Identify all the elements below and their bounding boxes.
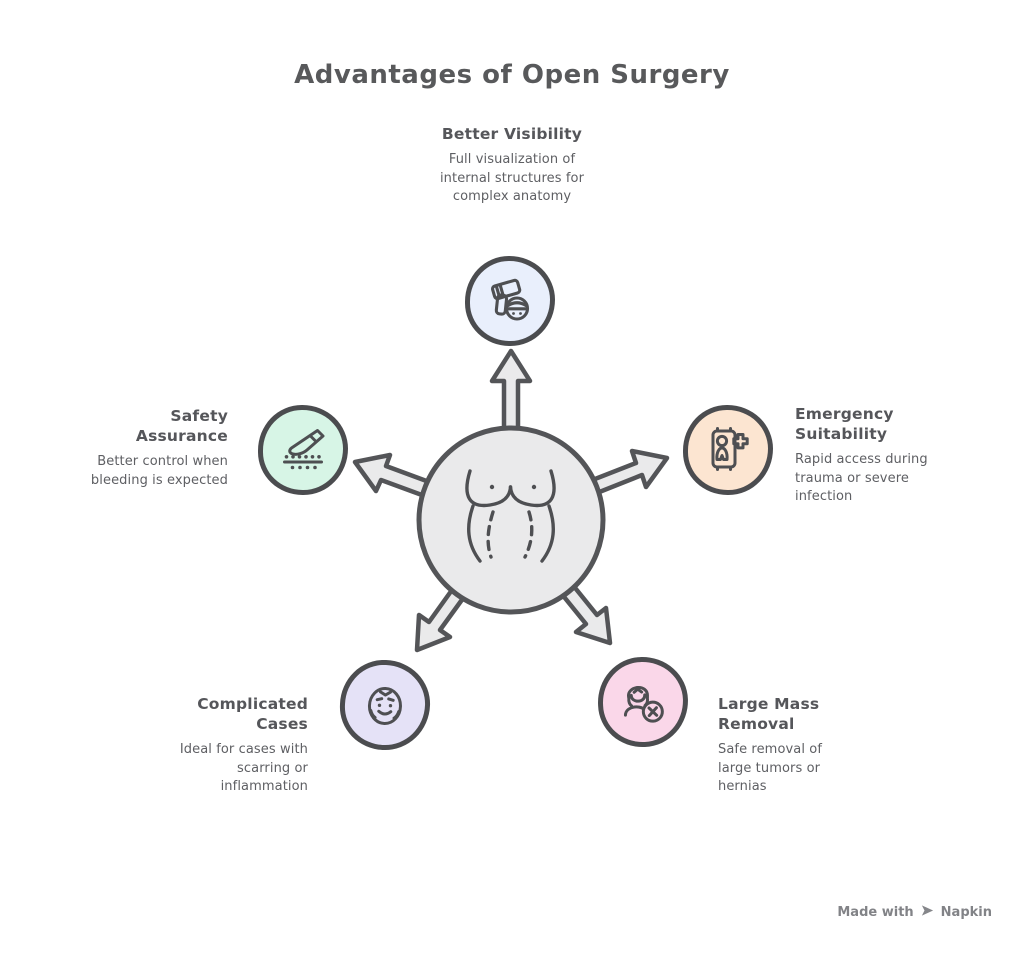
node-emergency-suitability: Emergency Suitability Rapid access durin… bbox=[795, 404, 965, 507]
node-title: Better Visibility bbox=[441, 125, 583, 143]
scalpel-icon bbox=[277, 424, 329, 476]
node-complicated-cases: Complicated Cases Ideal for cases with s… bbox=[148, 694, 308, 797]
person-x-icon bbox=[616, 675, 670, 729]
scope-icon bbox=[484, 275, 536, 327]
napkin-logo-icon bbox=[920, 903, 935, 922]
node-description: Better control when bleeding is expected bbox=[90, 454, 228, 488]
torso-hub-illustration bbox=[352, 348, 670, 653]
node-title: Emergency Suitability bbox=[795, 405, 894, 444]
node-title: Safety Assurance bbox=[135, 407, 228, 446]
node-circle-large-mass-removal bbox=[596, 655, 690, 749]
patient-door-cross-icon bbox=[702, 424, 754, 476]
node-description: Full visualization of internal structure… bbox=[439, 152, 585, 205]
node-title: Complicated Cases bbox=[197, 695, 308, 734]
made-with-label: Made with bbox=[837, 905, 914, 920]
hub-circle bbox=[416, 425, 606, 615]
node-description: Ideal for cases with scarring or inflamm… bbox=[179, 742, 308, 795]
brand-label: Napkin bbox=[940, 905, 992, 920]
abdomen-drawing bbox=[465, 469, 556, 563]
node-description: Rapid access during trauma or severe inf… bbox=[795, 452, 928, 505]
node-circle-better-visibility bbox=[465, 256, 555, 346]
node-large-mass-removal: Large Mass Removal Safe removal of large… bbox=[718, 694, 888, 797]
page-title: Advantages of Open Surgery bbox=[294, 60, 730, 90]
node-circle-emergency-suitability bbox=[683, 405, 773, 495]
node-circle-safety-assurance bbox=[258, 405, 348, 495]
scarred-face-icon bbox=[358, 678, 412, 732]
node-title: Large Mass Removal bbox=[718, 695, 820, 734]
node-circle-complicated-cases bbox=[338, 658, 432, 752]
node-safety-assurance: Safety Assurance Better control when ble… bbox=[68, 406, 228, 490]
made-with-napkin-badge: Made with Napkin bbox=[837, 903, 992, 922]
node-description: Safe removal of large tumors or hernias bbox=[718, 742, 823, 795]
node-better-visibility: Better Visibility Full visualization of … bbox=[402, 124, 622, 207]
